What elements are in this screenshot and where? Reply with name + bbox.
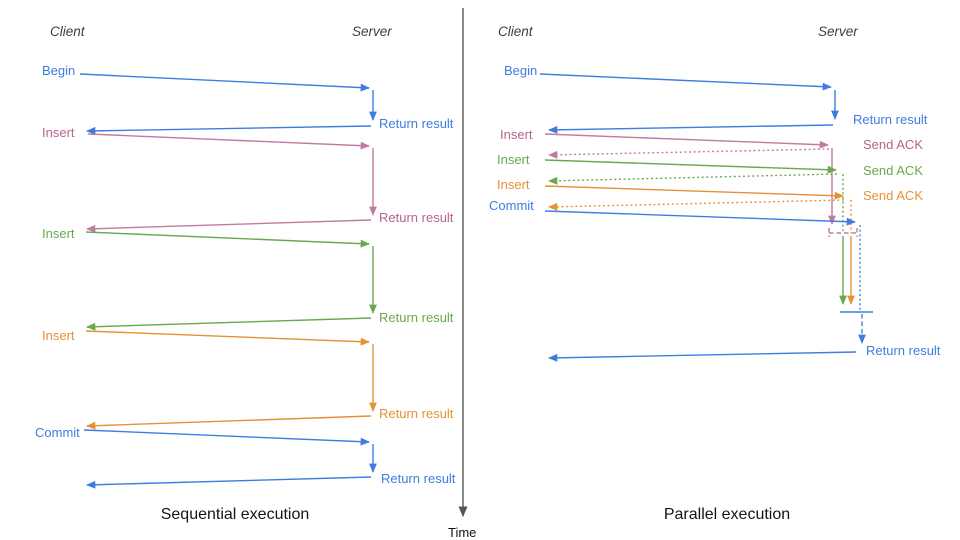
response-label: Return result	[866, 343, 941, 358]
message-label-insert: Insert	[42, 226, 75, 241]
ack-label: Send ACK	[863, 163, 923, 178]
insert1-response-arrow	[86, 219, 372, 233]
begin-request-arrow	[539, 73, 832, 91]
insert1-request-arrow	[87, 133, 370, 150]
ack-label: Send ACK	[863, 188, 923, 203]
commit-response-arrow	[86, 476, 372, 489]
insert3-ack-arrow	[548, 199, 845, 211]
message-label-insert: Insert	[497, 177, 530, 192]
message-label-insert: Insert	[500, 127, 533, 142]
response-label: Return result	[379, 406, 454, 421]
begin-response-arrow	[86, 125, 372, 135]
parallel-diagram: Client Server Begin Return result Insert…	[489, 24, 941, 523]
message-label-commit: Commit	[489, 198, 534, 213]
message-label-begin: Begin	[42, 63, 75, 78]
sequential-caption: Sequential execution	[161, 506, 310, 523]
response-label: Return result	[379, 210, 454, 225]
insert1-request-arrow	[544, 133, 829, 149]
insert3-request-arrow	[85, 330, 370, 346]
time-axis: Time	[448, 8, 476, 540]
message-label-insert: Insert	[42, 125, 75, 140]
message-label-commit: Commit	[35, 425, 80, 440]
sequential-diagram: Client Server Begin Return result Insert…	[35, 24, 456, 523]
insert3-request-arrow	[544, 185, 844, 200]
response-label: Return result	[379, 116, 454, 131]
ack-label: Send ACK	[863, 137, 923, 152]
parallel-caption: Parallel execution	[664, 506, 790, 523]
commit-request-arrow	[83, 429, 370, 446]
insert2-request-arrow	[85, 231, 370, 248]
response-label: Return result	[379, 310, 454, 325]
insert3-response-arrow	[86, 415, 372, 430]
message-label-begin: Begin	[504, 63, 537, 78]
response-label: Return result	[381, 471, 456, 486]
commit-request-arrow	[544, 210, 856, 226]
begin-response-arrow	[548, 124, 834, 134]
client-lane-label: Client	[498, 24, 534, 39]
insert2-ack-arrow	[548, 173, 838, 185]
message-label-insert: Insert	[42, 328, 75, 343]
message-label-insert: Insert	[497, 152, 530, 167]
time-axis-label: Time	[448, 525, 476, 540]
server-lane-label: Server	[818, 24, 858, 39]
begin-request-arrow	[79, 73, 370, 92]
server-lane-label: Server	[352, 24, 392, 39]
commit-response-arrow	[548, 351, 857, 362]
response-label: Return result	[853, 112, 928, 127]
client-lane-label: Client	[50, 24, 86, 39]
insert2-request-arrow	[544, 159, 837, 174]
insert2-response-arrow	[86, 317, 372, 331]
insert1-ack-arrow	[548, 148, 830, 159]
